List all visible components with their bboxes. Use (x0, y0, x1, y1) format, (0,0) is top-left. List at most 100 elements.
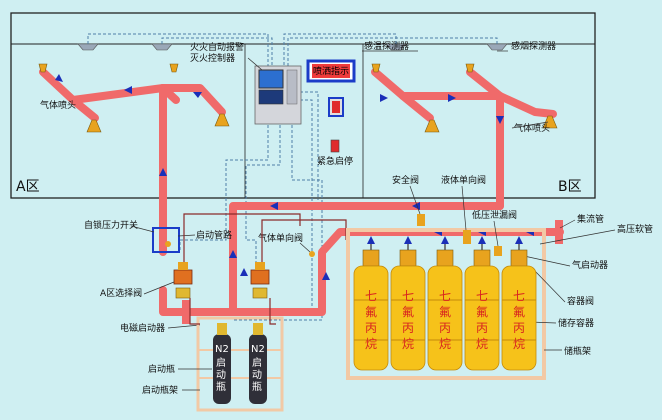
cylinder-label-char: 七 (476, 289, 488, 303)
arrow-left-icon (270, 202, 278, 210)
arrow-up-icon (229, 250, 237, 258)
nozzle-icon (169, 63, 179, 73)
self-lock-switch-label: 自锁压力开关 (84, 219, 138, 231)
controller-screen (258, 69, 284, 89)
emergency-stop-station[interactable] (328, 97, 344, 153)
arrow-up-icon (478, 236, 486, 244)
cylinder-label-char: 七 (365, 289, 377, 303)
start-pipe-label: 启动管路 (196, 229, 232, 241)
low-pressure-relief-valve-label: 低压泄漏阀 (472, 209, 517, 221)
manifold-end-cap (555, 220, 563, 244)
safety-valve-label: 安全阀 (392, 174, 419, 186)
zone-a-selector-valve-label: A区选择阀 (100, 287, 142, 299)
signal-wiring (87, 33, 498, 321)
start-bottle-2: N2 启 动 瓶 (249, 323, 267, 404)
storage-rack-label: 储瓶架 (564, 345, 591, 357)
fire-alarm-controller (254, 65, 302, 125)
building-outline (10, 12, 596, 199)
high-pressure-hose-label: 高压软管 (617, 223, 653, 235)
arrow-down-icon (193, 92, 202, 98)
cylinder-label-char: 七 (513, 289, 525, 303)
cylinder-body (464, 265, 500, 371)
cylinder-label-char: 氟 (365, 305, 377, 319)
cylinder-label-char: 丙 (365, 321, 377, 335)
start-bottle-2-char1: 启 (252, 356, 262, 369)
detector-icon (486, 43, 508, 51)
zone-b-pipework (371, 68, 557, 210)
start-bottle-1-gas: N2 (215, 344, 229, 355)
zone-b-label: B区 (558, 179, 582, 195)
cylinder-body (427, 265, 463, 371)
start-bottle-rack-label: 启动瓶架 (142, 384, 178, 396)
arrow-up-icon (515, 236, 523, 244)
nozzle-icon (371, 63, 381, 73)
manifold-label: 集流管 (577, 213, 604, 225)
cylinder-label-char: 七 (402, 289, 414, 303)
zone-a-selector-valve (173, 269, 193, 285)
controller-keypad (258, 89, 284, 105)
container-valve-icon (399, 249, 417, 267)
emergency-stop-panel (330, 139, 340, 153)
nozzle-icon (465, 63, 475, 73)
cylinder-body (501, 265, 537, 371)
start-bottle-1-char1: 启 (216, 356, 226, 369)
cylinder-label-char: 丙 (476, 321, 488, 335)
solenoid-actuator-b (252, 287, 268, 299)
liquid-check-valve (463, 230, 471, 244)
zone-a-label: A区 (16, 179, 40, 195)
cylinder-label-char: 丙 (513, 321, 525, 335)
cylinder-body (353, 265, 389, 371)
container-valve-icon (510, 249, 528, 267)
detector-icon (385, 43, 407, 51)
zone-a-nozzles (38, 63, 230, 133)
nozzle-icon (38, 63, 48, 73)
discharge-indicator-label: 喷洒指示 (313, 65, 349, 77)
gas-check-valve-label: 气体单向阀 (258, 232, 303, 244)
start-bottle-label: 启动瓶 (148, 363, 175, 375)
gas-actuator-label: 气启动器 (572, 259, 608, 271)
zone-b-nozzle-label: 气体喷头 (514, 122, 550, 134)
emergency-stop-label: 紧急启停 (317, 155, 353, 167)
container-valve-icon (473, 249, 491, 267)
zone-b-nozzles (371, 63, 558, 133)
emergency-stop-button (332, 101, 340, 113)
cylinder-label-char: 氟 (476, 305, 488, 319)
solenoid-actuator-a (175, 287, 191, 299)
nozzle-icon (86, 119, 102, 133)
zone-a-nozzle-label: 气体喷头 (40, 99, 76, 111)
storage-container-label: 储存容器 (558, 317, 594, 329)
start-bottle-1-char3: 瓶 (216, 380, 226, 393)
start-bottle-2-gas: N2 (251, 344, 265, 355)
cylinder-label-char: 氟 (439, 305, 451, 319)
arrow-up-icon (367, 236, 375, 244)
gas-check-valve-icon (309, 251, 315, 257)
controller-title-line1: 火灾自动报警 (190, 41, 244, 53)
arrow-up-icon (159, 168, 167, 176)
cylinder-label-char: 丙 (402, 321, 414, 335)
start-bottle-1-char2: 动 (216, 369, 226, 381)
arrow-up-icon (322, 272, 330, 280)
liquid-check-valve-label: 液体单向阀 (441, 174, 486, 186)
zone-a-pipework (39, 68, 226, 256)
low-pressure-relief-valve (494, 246, 502, 256)
cylinder-label-char: 烷 (365, 337, 377, 351)
selector-valves (173, 262, 270, 299)
arrow-up-icon (441, 236, 449, 244)
start-bottle-2-char3: 瓶 (252, 380, 262, 393)
smoke-detector-label: 感烟探测器 (511, 40, 556, 52)
manifold-fittings (417, 214, 502, 256)
nozzle-icon (214, 113, 230, 127)
arrow-down-icon (496, 116, 504, 124)
arrow-left-icon (55, 74, 63, 82)
discharge-indicator: 喷洒指示 (306, 59, 356, 83)
start-bottle-rack (196, 316, 284, 412)
cylinder-label-char: 丙 (439, 321, 451, 335)
cylinder-label-char: 烷 (439, 337, 451, 351)
arrow-left-icon (124, 86, 132, 94)
arrow-up-icon (404, 236, 412, 244)
